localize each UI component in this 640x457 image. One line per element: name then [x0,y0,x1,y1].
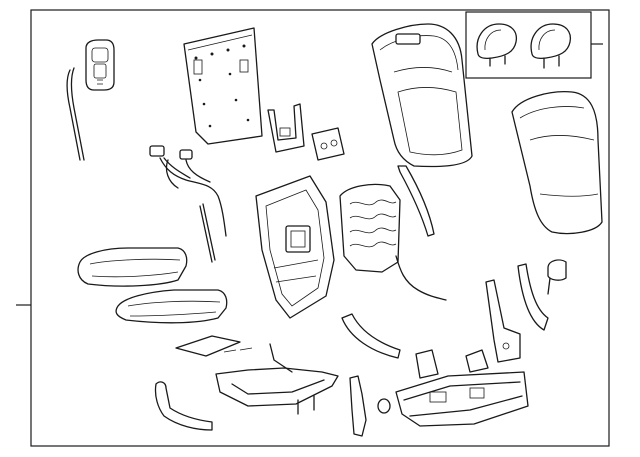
diagram-frame [16,9,610,447]
plate-small-2 [465,349,489,373]
rod-small [199,203,216,263]
side-trim-panel [397,165,435,237]
headrest-guides [267,103,305,153]
round-cap [377,398,391,414]
hinge-arm-right [485,279,521,363]
headrest-inset [465,11,592,79]
side-shield [349,375,367,437]
seat-back-cushion [371,23,473,168]
seat-back-frame [255,175,335,319]
knob [547,259,567,295]
seat-track [395,371,529,427]
seat-pad-sheet [175,335,253,357]
bracket-block [311,127,345,161]
plate-small-1 [415,349,439,379]
seat-back-cover [511,91,603,235]
side-bar-left [154,381,213,431]
wiring-harness [149,145,227,237]
recliner-bracket [341,313,401,359]
hinge-arm-right-2 [517,263,549,331]
seat-cushion-cover [115,289,228,324]
seat-back-panel [183,27,263,145]
recliner-bezel [85,39,115,91]
rod-left [66,67,85,161]
seat-cushion-frame [215,343,339,415]
lumbar-support [339,183,447,301]
seat-cushion-pad [77,247,188,287]
